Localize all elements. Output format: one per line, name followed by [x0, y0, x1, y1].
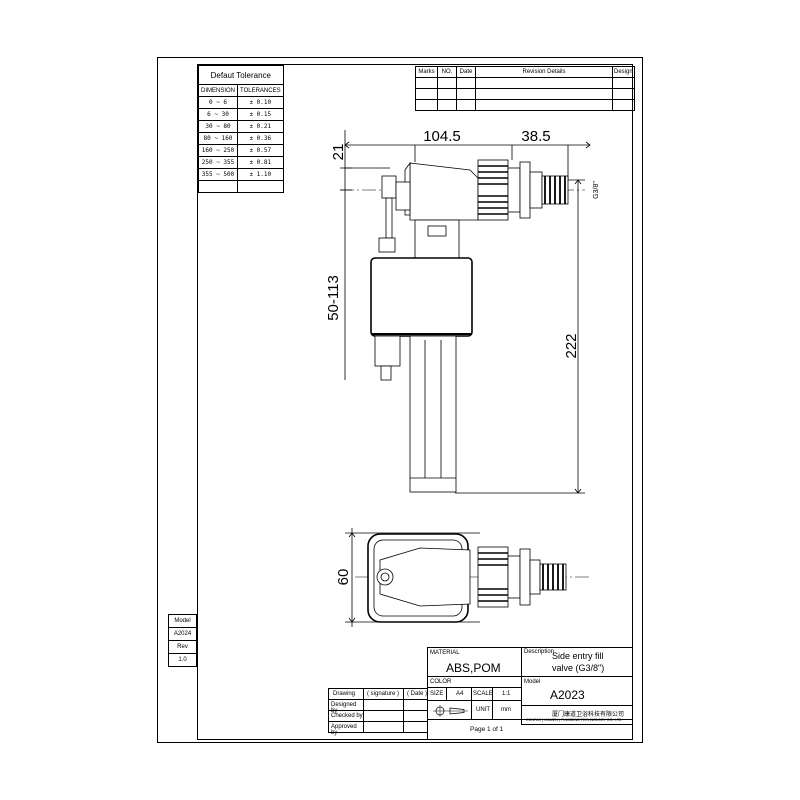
material-value: ABS,POM [446, 661, 501, 675]
tolerance-row: 160 ~ 250± 0.57 [197, 144, 284, 157]
valve-arm [381, 175, 397, 199]
dim-104-5: 104.5 [423, 128, 461, 145]
dim-21: 21 [330, 144, 347, 161]
company-name-en: CONPAS ( XIAMEN ) PLUMBING TECHNOLOGY CO… [526, 718, 622, 722]
drawing-label: Drawing [333, 691, 356, 697]
date-label: ( Date ) [407, 691, 428, 697]
size-label: SIZE [430, 691, 444, 697]
approved-by-label: Approved by [331, 724, 357, 736]
dim-222: 222 [563, 333, 580, 358]
revision-table: Marks NO. Date Revision Details Design [415, 66, 635, 111]
valve-tube [409, 335, 457, 493]
unit-value: mm [501, 707, 511, 713]
bottom-nut [477, 546, 509, 608]
side-rev-value: 1.0 [168, 653, 197, 667]
drawing-frame [197, 64, 633, 740]
valve-head [409, 162, 479, 221]
company-name-cn: 厦门康道卫浴科技有限公司 [552, 712, 625, 718]
size-value: A4 [456, 691, 464, 697]
scale-value: 1:1 [502, 691, 511, 697]
dim-50-113: 50-113 [325, 275, 342, 321]
dim-thread: G3/8" [593, 181, 600, 199]
material-label: MATERIAL [430, 650, 460, 656]
valve-float [370, 257, 473, 337]
model-label: Model [524, 679, 541, 685]
unit-label: UNIT [476, 707, 490, 713]
model-value: A2023 [550, 688, 585, 702]
description-line1: Side entry fill [552, 651, 604, 661]
scale-label: SCALE [473, 691, 493, 697]
designed-by-label: Designed by [331, 702, 357, 714]
tolerance-row: 355 ~ 500± 1.10 [197, 168, 284, 181]
description-line2: valve (G3/8") [552, 663, 605, 673]
side-model-value: A2024 [168, 627, 197, 641]
checked-by-label: Checked by [331, 713, 363, 719]
dim-60: 60 [335, 569, 352, 586]
valve-nut [477, 159, 509, 221]
description-label: Description [524, 649, 555, 655]
color-label: COLOR [430, 679, 452, 685]
title-block: MATERIAL ABS,POM Description Side entry … [427, 647, 633, 740]
page-indicator: Page 1 of 1 [470, 726, 504, 733]
tolerance-table: Defaut Tolerance DIMENSION TOLERANCES 0 … [197, 65, 284, 193]
side-model-box: Model A2024 Rev 1.0 [168, 614, 197, 667]
drawing-sheet-border [157, 57, 643, 743]
dim-38-5: 38.5 [521, 128, 550, 145]
signature-label: ( signature ) [367, 691, 400, 697]
valve-flange [519, 161, 531, 219]
projection-symbol-icon [433, 705, 468, 717]
